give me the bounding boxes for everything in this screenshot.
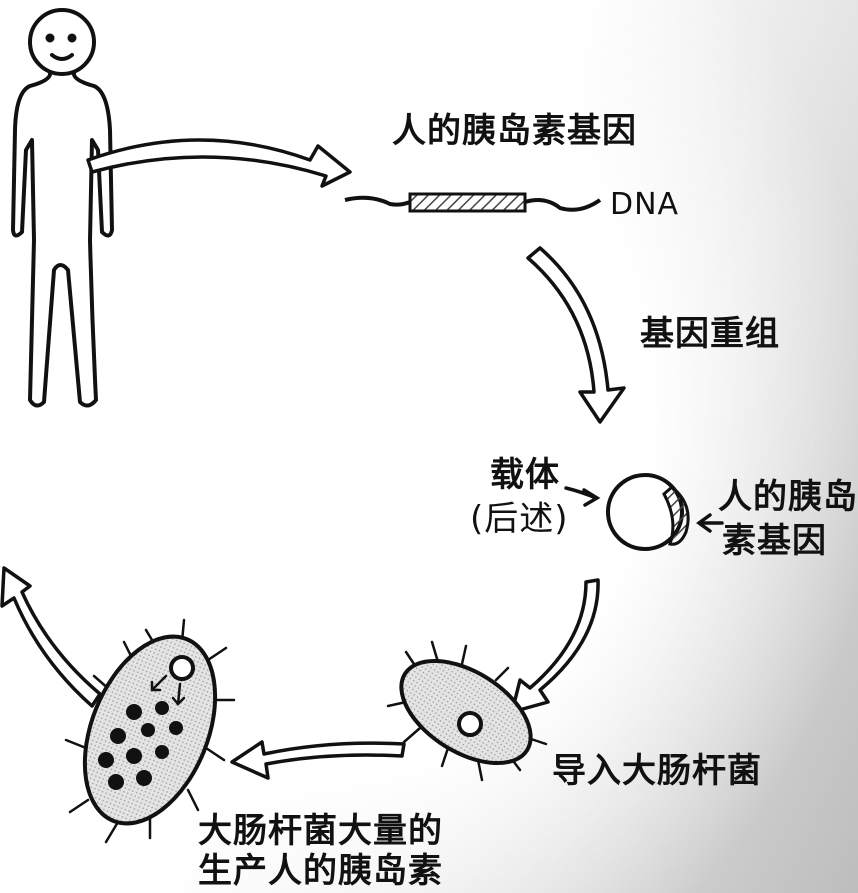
label-insulin-gene-right-2: 素基因 bbox=[722, 522, 827, 561]
plasmid-vector bbox=[608, 475, 688, 549]
label-insulin-gene: 人的胰岛素基因 bbox=[392, 112, 637, 151]
label-insulin-gene-right-1: 人的胰岛 bbox=[718, 478, 858, 517]
gene-label-arrow bbox=[699, 515, 722, 531]
label-vector-note: (后述) bbox=[470, 500, 569, 539]
label-vector: 载体 bbox=[490, 456, 560, 495]
vector-label-arrow bbox=[566, 488, 597, 505]
ecoli-with-plasmid bbox=[384, 640, 549, 784]
ecoli-producing-insulin bbox=[60, 617, 241, 842]
human-figure bbox=[13, 10, 112, 406]
label-introduce-ecoli: 导入大肠杆菌 bbox=[552, 752, 762, 791]
arrow-human-to-dna bbox=[88, 140, 350, 186]
arrow-production-to-human bbox=[2, 568, 100, 706]
insulin-gene-segment bbox=[410, 194, 525, 211]
arrow-dna-to-vector bbox=[528, 248, 624, 422]
arrow-bacterium-to-production bbox=[232, 742, 404, 778]
label-gene-recombination: 基因重组 bbox=[640, 315, 780, 354]
label-mass-production-2: 生产人的胰岛素 bbox=[198, 852, 443, 891]
human-body bbox=[13, 72, 112, 406]
human-head bbox=[30, 10, 94, 74]
label-mass-production-1: 大肠杆菌大量的 bbox=[198, 812, 443, 851]
arrow-vector-to-bacterium bbox=[512, 580, 598, 712]
dna-strand bbox=[345, 194, 600, 211]
label-dna: DNA bbox=[610, 188, 679, 223]
